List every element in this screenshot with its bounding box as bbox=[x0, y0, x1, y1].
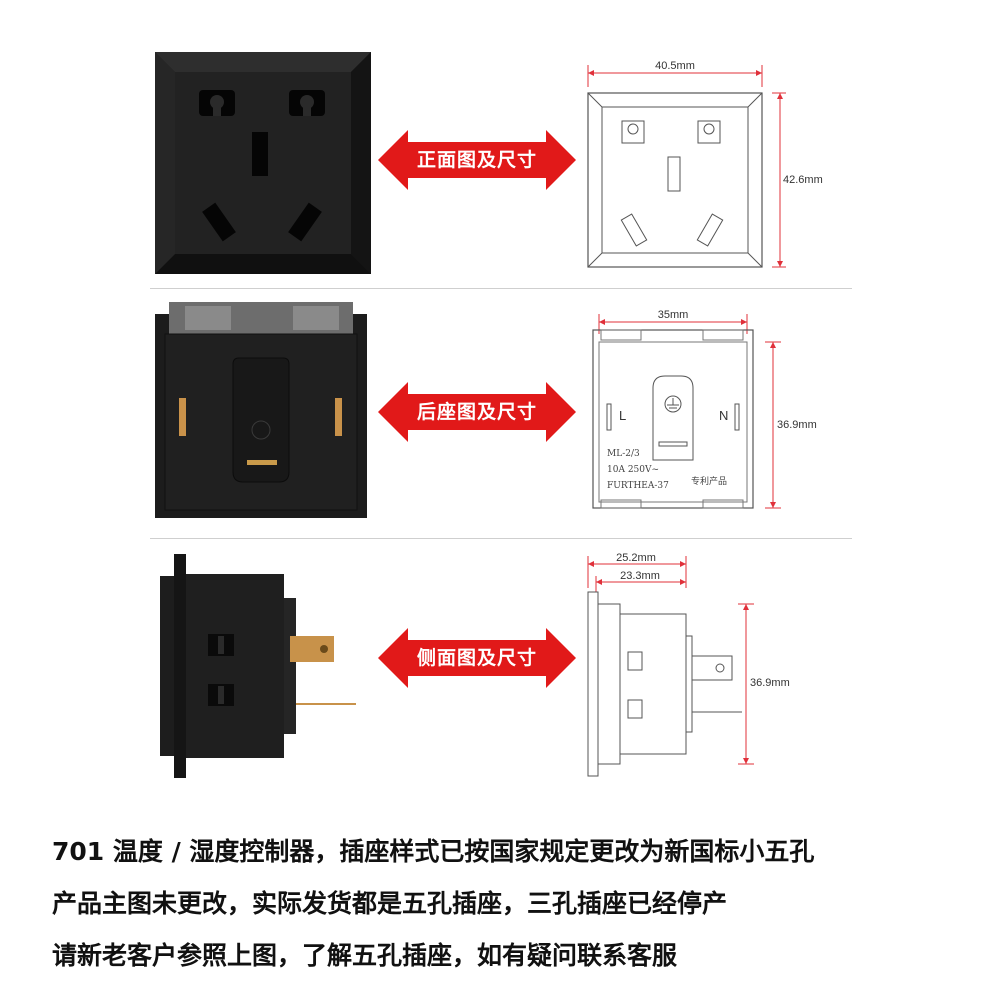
double-arrow-icon bbox=[378, 130, 576, 190]
side-arrow: 侧面图及尺寸 bbox=[378, 628, 576, 688]
back-arrow-label: 后座图及尺寸 bbox=[416, 401, 537, 423]
section-front: 正面图及尺寸 40.5mm 42.6mm bbox=[0, 0, 1000, 290]
back-neutral-label: N bbox=[719, 408, 728, 423]
footer-notice: 701 温度 / 湿度控制器，插座样式已按国家规定更改为新国标小五孔 产品主图未… bbox=[52, 826, 982, 982]
back-model-label: ML-2/3 bbox=[607, 449, 640, 459]
back-rating-label: 10A 250V~ bbox=[607, 465, 659, 475]
front-dimension-drawing: 40.5mm 42.6mm bbox=[587, 60, 823, 268]
side-height-label: 36.9mm bbox=[750, 677, 790, 689]
back-arrow: 后座图及尺寸 bbox=[378, 382, 576, 442]
front-arrow: 正面图及尺寸 bbox=[378, 130, 576, 190]
footer-line-2: 产品主图未更改，实际发货都是五孔插座，三孔插座已经停产 bbox=[52, 889, 728, 918]
back-dimension-drawing: 35mm 36.9mm L N ML-2/3 10A 250V~ FURTHEA… bbox=[592, 309, 817, 509]
side-socket-photo bbox=[160, 554, 356, 778]
side-inner-width-label: 23.3mm bbox=[620, 570, 660, 582]
back-socket-photo bbox=[155, 302, 367, 518]
divider-1 bbox=[150, 288, 852, 289]
front-width-label: 40.5mm bbox=[655, 60, 695, 72]
side-arrow-label: 侧面图及尺寸 bbox=[416, 647, 537, 669]
back-width-label: 35mm bbox=[658, 309, 689, 321]
back-live-label: L bbox=[619, 408, 626, 423]
section-side: 侧面图及尺寸 25.2mm 23.3mm 36.9mm bbox=[0, 540, 1000, 810]
side-dimension-drawing: 25.2mm 23.3mm 36.9mm bbox=[587, 552, 790, 777]
front-height-label: 42.6mm bbox=[783, 174, 823, 186]
back-patent-label: 专利产品 bbox=[691, 475, 727, 487]
double-arrow-icon bbox=[378, 382, 576, 442]
footer-line-3: 请新老客户参照上图，了解五孔插座，如有疑问联系客服 bbox=[52, 941, 678, 970]
back-code-label: FURTHEA-37 bbox=[607, 481, 669, 491]
double-arrow-icon bbox=[378, 628, 576, 688]
front-socket-photo bbox=[155, 52, 371, 274]
side-outer-width-label: 25.2mm bbox=[616, 552, 656, 564]
back-height-label: 36.9mm bbox=[777, 419, 817, 431]
front-arrow-label: 正面图及尺寸 bbox=[416, 149, 537, 171]
section-back: 后座图及尺寸 35mm 36.9mm L N ML bbox=[0, 290, 1000, 540]
footer-line-1: 701 温度 / 湿度控制器，插座样式已按国家规定更改为新国标小五孔 bbox=[52, 837, 815, 866]
divider-2 bbox=[150, 538, 852, 539]
